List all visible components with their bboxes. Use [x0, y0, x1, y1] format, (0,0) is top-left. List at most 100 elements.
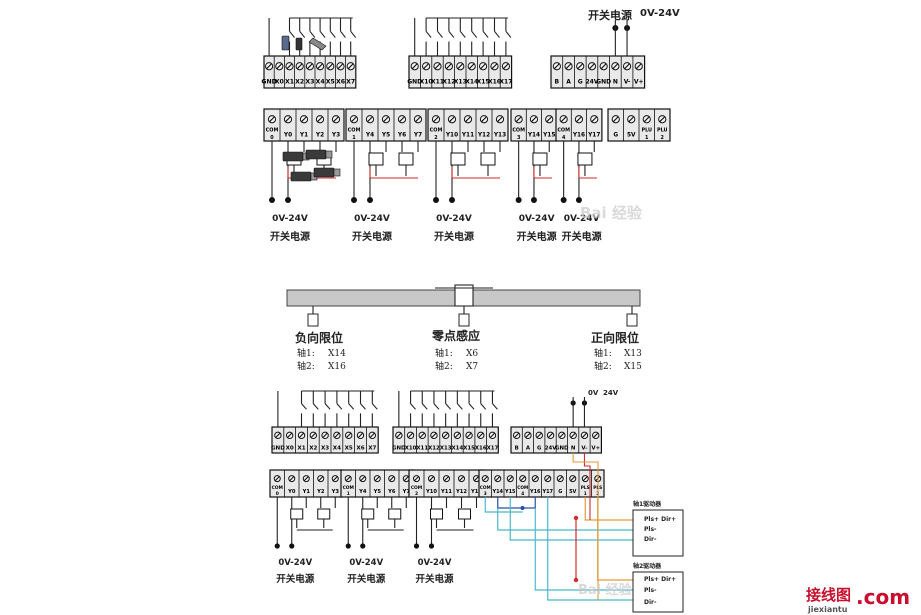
- zero-sense-title: 零点感应: [431, 328, 480, 343]
- top-output-block-0-body: [263, 108, 345, 142]
- top-power-block-screw-slot: [577, 63, 584, 70]
- bottom-switches-2-blade: [445, 403, 452, 410]
- top-power-block-screw: [622, 62, 632, 71]
- solenoid-valve-icon: [325, 150, 333, 159]
- top-switches-2-blade: [482, 30, 489, 38]
- red-junction: [573, 515, 579, 521]
- top-switches-2-blade: [437, 30, 443, 38]
- top-input-block-2-label: X15: [477, 79, 490, 86]
- top-0v-terminal: [530, 197, 537, 203]
- bottom-input-block-2-screw-slot: [419, 432, 426, 439]
- bottom-input-block-1-screw-slot: [369, 432, 376, 439]
- top-power-block-screw: [611, 62, 620, 71]
- bottom-relay-coil: [361, 508, 375, 520]
- bottom-bottom-voltage: 0V-24V: [349, 558, 383, 568]
- bottom-mixed-block-label: 3: [484, 491, 487, 497]
- bottom-output-block-2-label: COM: [411, 485, 422, 491]
- bottom-input-block-1-screw: [309, 431, 317, 440]
- top-bottom-voltage: 0V-24V: [272, 214, 308, 224]
- zero-sense-axis1-label: 轴1:: [435, 347, 453, 359]
- bottom-output-block-1-screw: [402, 475, 410, 483]
- bottom-input-block-2-screw: [395, 431, 403, 440]
- top-output-block-4-screw: [559, 115, 568, 124]
- top-aux-block-screw: [611, 115, 620, 124]
- neg-limit-title: 负向限位: [295, 330, 343, 345]
- pos-limit-axis1-value: X13: [624, 349, 642, 359]
- zero-sense-axis2-label: 轴2:: [435, 360, 453, 372]
- driver2-pin-2: Pls-: [644, 587, 657, 594]
- bottom-output-block-1-label: 1: [347, 491, 350, 497]
- driver2-pin-1: Pls+ Dir+: [644, 576, 676, 583]
- bottom-output-block-2-label: Y11: [440, 489, 452, 495]
- driver1-box: [632, 509, 684, 557]
- top-output-block-1-screw-slot: [398, 116, 406, 123]
- bottom-input-block-1-screw-slot: [286, 432, 293, 439]
- bottom-relay-coil: [290, 508, 304, 520]
- bottom-switches-2-blade: [410, 403, 416, 410]
- top-output-block-3-screw-slot: [515, 116, 522, 123]
- top-input-block-1-screw-slot: [266, 63, 273, 70]
- top-input-block-2-screw-slot: [457, 63, 464, 70]
- top-input-block-1-screw: [295, 62, 304, 71]
- supply-orange-feed: [572, 453, 599, 600]
- top-output-block-1-screw: [381, 115, 391, 124]
- bottom-output-block-1-screw: [388, 475, 396, 483]
- bottom-power-block-screw: [569, 431, 577, 440]
- bottom-switches-1-blade: [312, 403, 319, 410]
- bottom-input-block-1-screw: [274, 431, 282, 440]
- bottom-relay-coil: [388, 508, 402, 520]
- top-aux-block-screw-slot: [659, 116, 666, 123]
- bottom-input-block-2-label: X16: [475, 445, 487, 451]
- top-switches-2-blade: [494, 30, 500, 38]
- top-output-block-2-screw: [447, 115, 457, 124]
- top-power-block-label: G: [578, 79, 583, 86]
- bottom-output-block-0-label: Y0: [287, 489, 296, 495]
- top-bottom-voltage: 0V-24V: [354, 214, 390, 224]
- bottom-power-block-label: GND: [555, 445, 569, 451]
- bottom-output-block-1-screw-slot: [360, 476, 366, 482]
- top-input-block-2-label: X10: [420, 79, 433, 86]
- bottom-mixed-block-screw-slot: [545, 476, 551, 482]
- bottom-bottom-supply: 开关电源: [415, 573, 454, 585]
- top-relay-coil: [368, 152, 384, 166]
- top-output-block-2-label: Y11: [461, 133, 474, 139]
- zero-sense-axis1-value: X6: [466, 349, 478, 359]
- bottom-output-block-0-screw: [288, 475, 296, 483]
- top-output-block-1-label: Y4: [365, 133, 374, 139]
- driver1-pin-1: Pls+ Dir+: [644, 516, 676, 523]
- top-0v-terminal: [575, 197, 582, 203]
- bottom-output-block-1-screw: [373, 475, 381, 483]
- pos-limit-switch: [626, 313, 638, 327]
- bottom-power-block-label: V+: [591, 445, 600, 451]
- top-output-block-4-screw: [590, 115, 599, 124]
- top-input-block-2-label: X16: [488, 79, 501, 86]
- top-output-block-2-screw-slot: [480, 116, 488, 123]
- bottom-input-block-1-screw: [297, 431, 306, 440]
- top-switches-1-blade: [329, 30, 336, 38]
- top-aux-block-screw: [642, 115, 651, 124]
- bottom-output-block-0-screw-slot: [274, 476, 280, 482]
- bottom-mixed-block-screw-slot: [532, 476, 538, 482]
- bottom-power-block-screw-slot: [536, 432, 543, 439]
- top-output-block-1-screw: [349, 115, 359, 124]
- top-output-block-1-screw-slot: [350, 116, 358, 123]
- top-power-block-label: V+: [634, 79, 644, 86]
- bottom-mixed-block-screw-slot: [507, 476, 513, 482]
- zero-sense-switch: [458, 313, 470, 327]
- bottom-input-block-2-label: X10: [405, 445, 417, 451]
- baidu-watermark-2: Bai 经验: [578, 582, 633, 598]
- bottom-mixed-block-screw: [519, 475, 527, 483]
- blue-junction: [520, 506, 525, 510]
- bottom-input-block-2-screw-slot: [466, 432, 472, 439]
- top-input-block-1-screw-slot: [276, 63, 283, 70]
- top-output-block-2-label: Y10: [445, 133, 458, 139]
- bottom-input-block-2-screw-slot: [396, 432, 402, 439]
- top-input-block-1-screw: [326, 62, 335, 71]
- bottom-switches-2-blade: [456, 403, 463, 410]
- top-power-block-screw-slot: [553, 63, 560, 70]
- bottom-mixed-block-label: 1: [584, 491, 587, 497]
- bottom-mixed-block-screw: [581, 475, 589, 483]
- bottom-power-block-screw-slot: [570, 432, 576, 439]
- top-output-block-2-label: COM: [430, 127, 443, 133]
- bottom-output-block-0-screw: [331, 475, 339, 483]
